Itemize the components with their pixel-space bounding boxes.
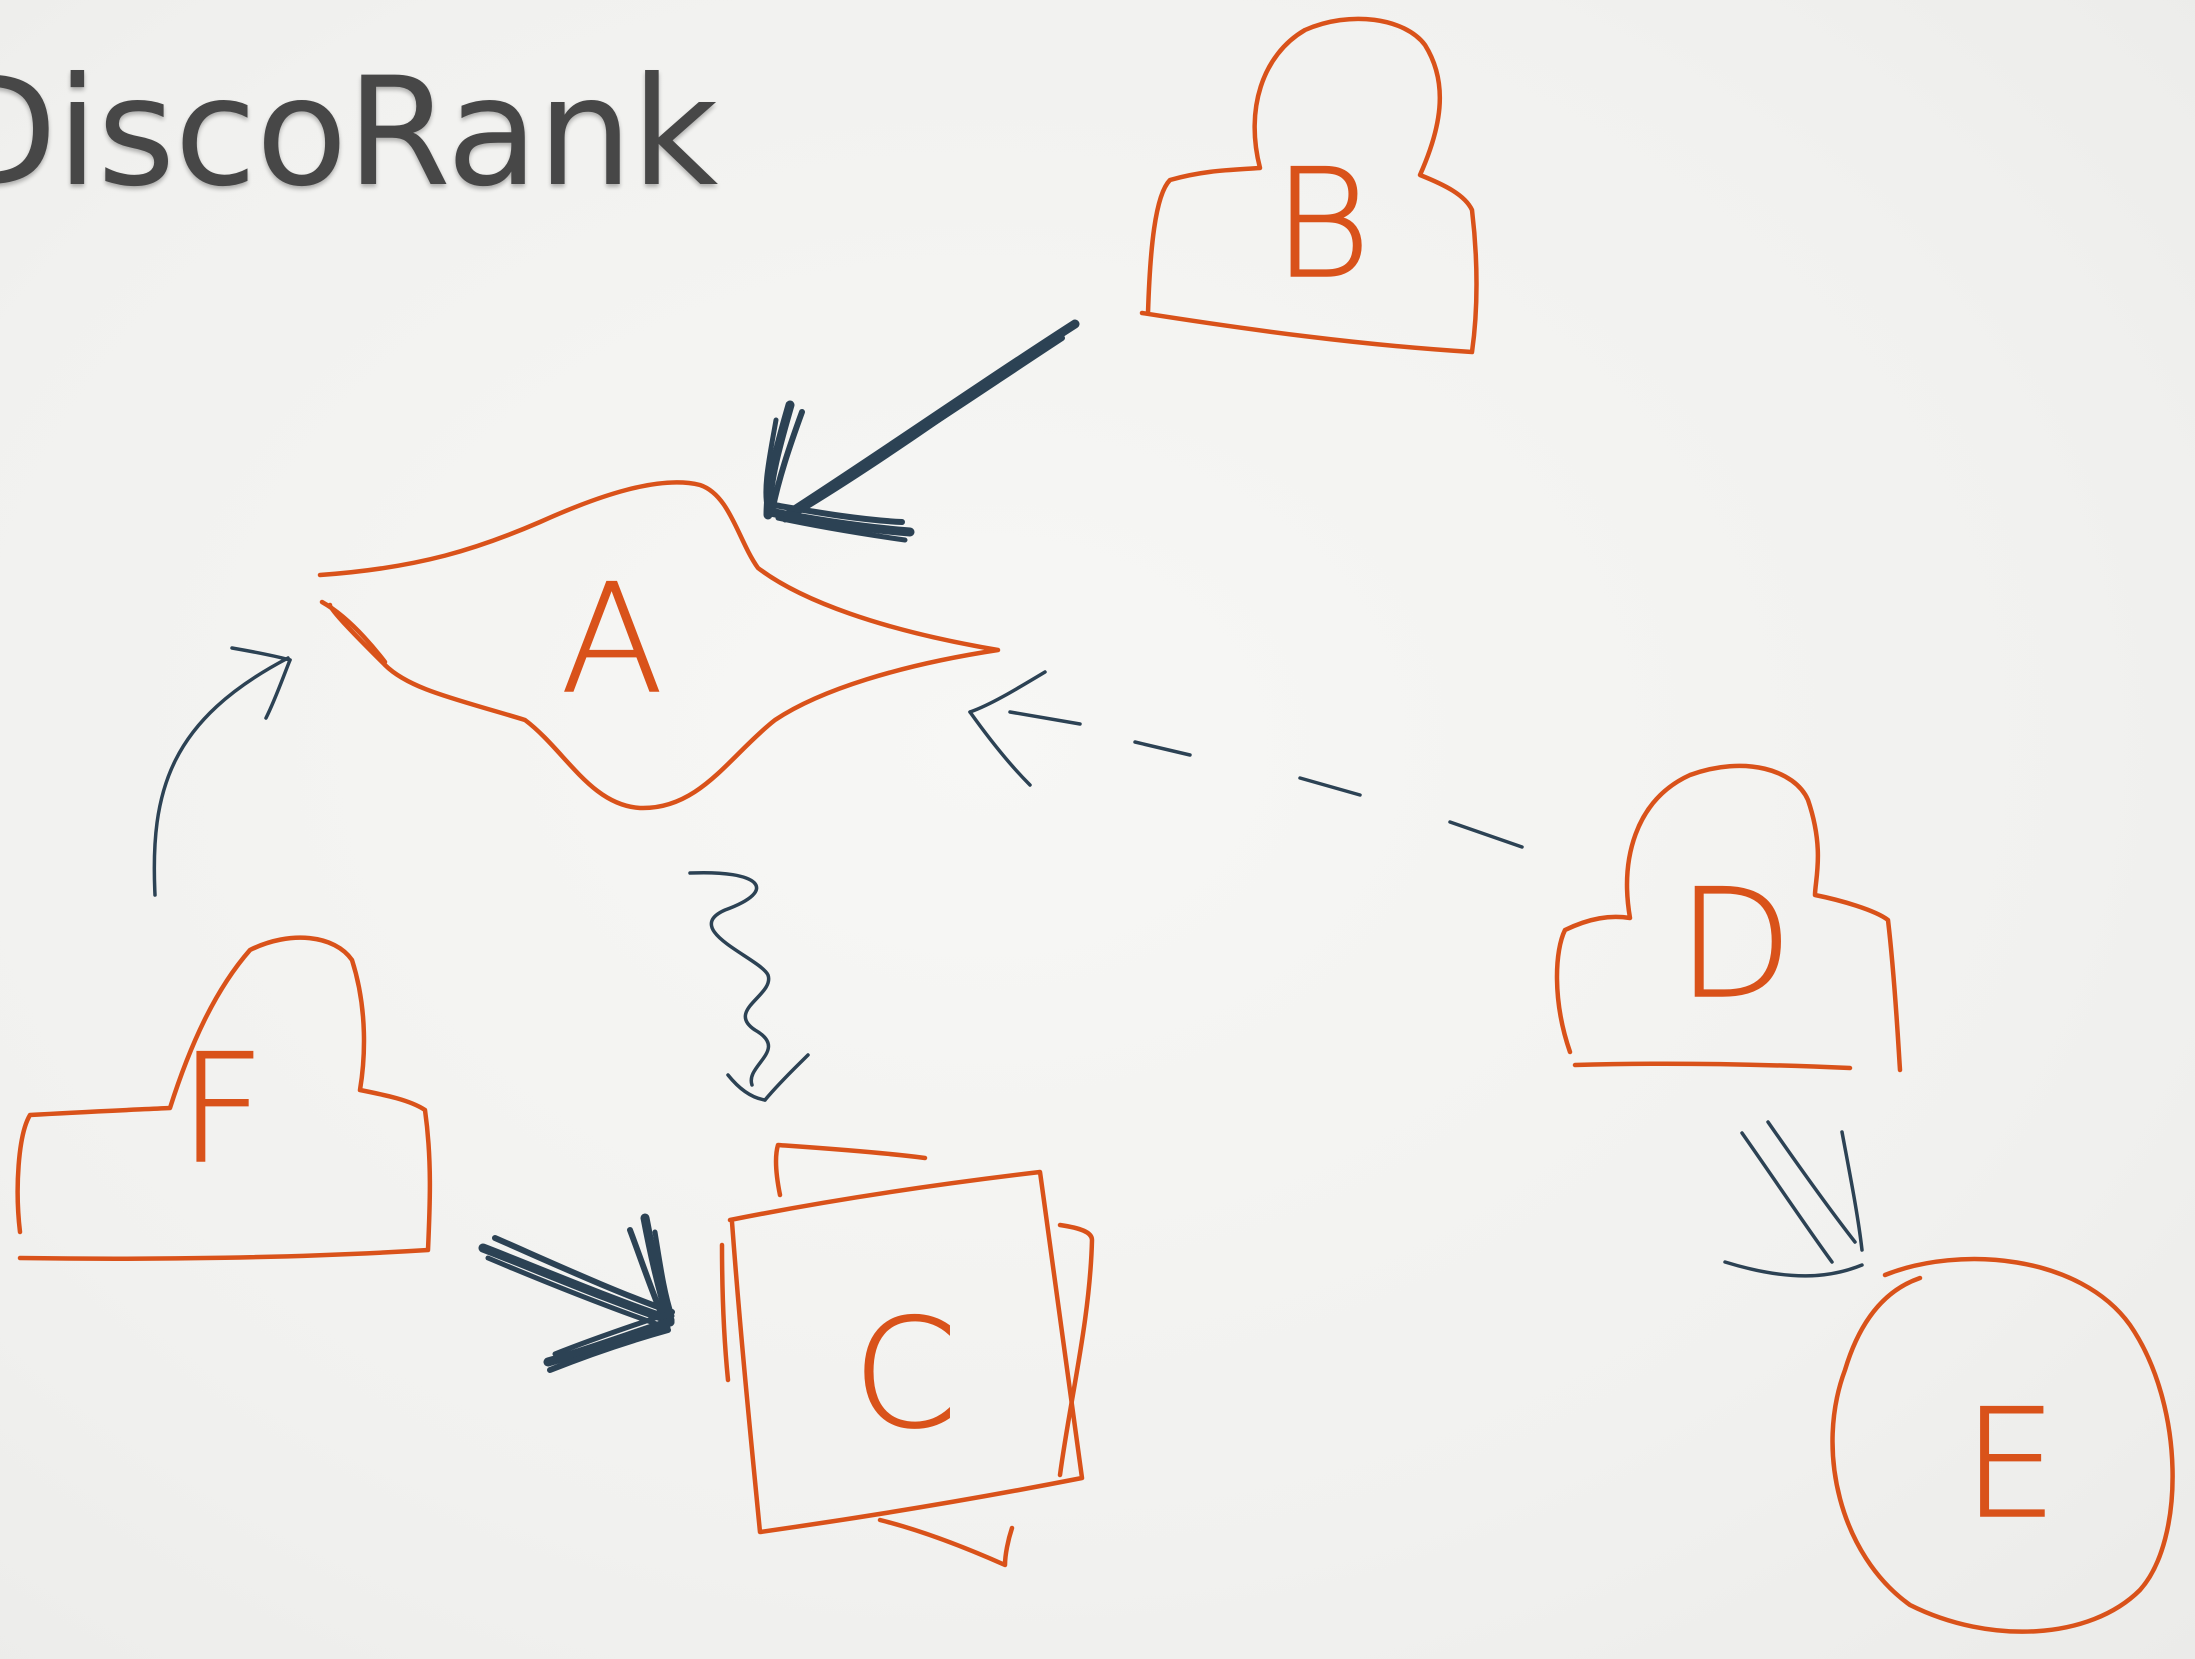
node-a-shape-tip xyxy=(319,599,388,665)
node-c[interactable]: C xyxy=(719,1142,1095,1568)
edge-b-to-a xyxy=(763,319,1080,543)
node-b[interactable]: B xyxy=(1139,16,1479,355)
slide-title: DiscoRank xyxy=(0,46,718,220)
node-a-shape xyxy=(317,480,1001,811)
node-f[interactable]: F xyxy=(15,935,433,1261)
node-e-shape xyxy=(1830,1256,2175,1634)
node-f-shape xyxy=(15,935,433,1261)
node-d-base xyxy=(1572,1061,1853,1071)
edge-d-to-e xyxy=(1723,1120,1864,1278)
node-f-label: F xyxy=(179,1023,265,1197)
node-e[interactable]: E xyxy=(1830,1256,2175,1634)
node-e-label: E xyxy=(1963,1378,2058,1552)
node-b-label: B xyxy=(1273,138,1371,312)
node-c-front-square xyxy=(727,1169,1085,1535)
node-b-shape xyxy=(1139,16,1479,355)
edge-d-to-a xyxy=(968,670,1524,849)
node-d-label: D xyxy=(1677,858,1793,1032)
edge-f-to-a xyxy=(152,646,292,897)
node-d-shape xyxy=(1554,763,1903,1073)
edge-f-to-c xyxy=(478,1213,675,1373)
node-c-front-square-edge xyxy=(719,1242,731,1383)
node-d[interactable]: D xyxy=(1554,763,1903,1073)
node-a-label: A xyxy=(561,553,664,727)
edge-a-to-c xyxy=(688,870,810,1102)
node-c-back-square xyxy=(773,1142,1095,1568)
node-a[interactable]: A xyxy=(317,480,1001,811)
node-c-label: C xyxy=(853,1288,958,1462)
